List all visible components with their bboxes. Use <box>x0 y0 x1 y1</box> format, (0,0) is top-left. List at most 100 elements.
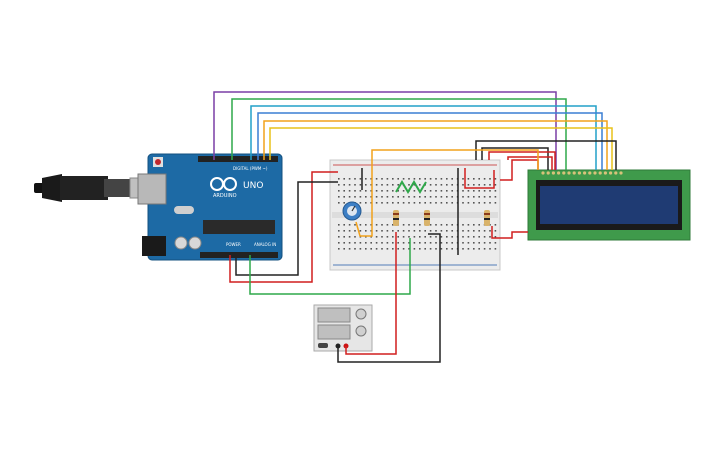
breadboard-hole[interactable] <box>370 202 372 204</box>
breadboard-hole[interactable] <box>489 242 491 244</box>
current-knob[interactable] <box>355 325 367 337</box>
breadboard-hole[interactable] <box>446 202 448 204</box>
breadboard-hole[interactable] <box>435 202 437 204</box>
breadboard-hole[interactable] <box>424 196 426 198</box>
breadboard-hole[interactable] <box>402 236 405 238</box>
breadboard-hole[interactable] <box>473 248 475 250</box>
breadboard-hole[interactable] <box>338 196 340 198</box>
breadboard-hole[interactable] <box>338 230 340 232</box>
breadboard-hole[interactable] <box>478 224 480 226</box>
breadboard-hole[interactable] <box>365 190 367 192</box>
breadboard-hole[interactable] <box>343 202 345 204</box>
breadboard-hole[interactable] <box>419 184 421 186</box>
breadboard-hole[interactable] <box>397 190 399 192</box>
breadboard-hole[interactable] <box>343 184 345 186</box>
breadboard-hole[interactable] <box>483 230 486 232</box>
breadboard-hole[interactable] <box>462 248 464 250</box>
breadboard-hole[interactable] <box>370 184 372 186</box>
breadboard-hole[interactable] <box>451 190 453 192</box>
breadboard-hole[interactable] <box>392 196 394 198</box>
breadboard-hole[interactable] <box>489 184 491 186</box>
breadboard-hole[interactable] <box>419 178 421 180</box>
breadboard-hole[interactable] <box>381 230 383 232</box>
breadboard-hole[interactable] <box>473 190 475 192</box>
breadboard-hole[interactable] <box>365 242 367 244</box>
breadboard-hole[interactable] <box>365 224 367 226</box>
breadboard-hole[interactable] <box>408 178 410 180</box>
breadboard-hole[interactable] <box>478 184 480 186</box>
breadboard-hole[interactable] <box>402 202 405 204</box>
breadboard-hole[interactable] <box>462 224 464 226</box>
breadboard-hole[interactable] <box>370 178 372 180</box>
lcd-16x2[interactable] <box>527 169 691 241</box>
breadboard-hole[interactable] <box>359 178 362 180</box>
breadboard-hole[interactable] <box>478 230 480 232</box>
breadboard-hole[interactable] <box>413 248 416 250</box>
breadboard-hole[interactable] <box>354 178 356 180</box>
breadboard-hole[interactable] <box>467 196 470 198</box>
breadboard-hole[interactable] <box>483 190 486 192</box>
breadboard-hole[interactable] <box>429 224 432 226</box>
breadboard-hole[interactable] <box>446 190 448 192</box>
breadboard-hole[interactable] <box>446 236 448 238</box>
breadboard-hole[interactable] <box>435 184 437 186</box>
breadboard-hole[interactable] <box>429 202 432 204</box>
breadboard-hole[interactable] <box>467 236 470 238</box>
breadboard-hole[interactable] <box>365 184 367 186</box>
breadboard-hole[interactable] <box>446 196 448 198</box>
breadboard-hole[interactable] <box>478 248 480 250</box>
breadboard-hole[interactable] <box>440 202 443 204</box>
breadboard-hole[interactable] <box>467 184 470 186</box>
breadboard-hole[interactable] <box>386 248 389 250</box>
breadboard-hole[interactable] <box>386 242 389 244</box>
breadboard-hole[interactable] <box>397 230 399 232</box>
voltage-knob[interactable] <box>355 308 367 320</box>
breadboard-hole[interactable] <box>343 248 345 250</box>
breadboard-hole[interactable] <box>419 196 421 198</box>
breadboard-hole[interactable] <box>424 190 426 192</box>
breadboard-hole[interactable] <box>413 230 416 232</box>
breadboard-hole[interactable] <box>375 248 378 250</box>
breadboard-hole[interactable] <box>462 236 464 238</box>
lcd-pin[interactable] <box>609 171 613 175</box>
breadboard-hole[interactable] <box>451 202 453 204</box>
breadboard-hole[interactable] <box>413 202 416 204</box>
breadboard-hole[interactable] <box>429 242 432 244</box>
breadboard-hole[interactable] <box>402 190 405 192</box>
breadboard-hole[interactable] <box>365 196 367 198</box>
breadboard-hole[interactable] <box>446 242 448 244</box>
breadboard-hole[interactable] <box>419 242 421 244</box>
breadboard-hole[interactable] <box>413 196 416 198</box>
breadboard-hole[interactable] <box>381 224 383 226</box>
breadboard-hole[interactable] <box>338 202 340 204</box>
reset-button-cap[interactable] <box>155 159 161 165</box>
breadboard-hole[interactable] <box>440 184 443 186</box>
breadboard-hole[interactable] <box>359 248 362 250</box>
breadboard-hole[interactable] <box>435 236 437 238</box>
breadboard-hole[interactable] <box>440 242 443 244</box>
resistor[interactable] <box>393 210 399 226</box>
breadboard-hole[interactable] <box>424 242 426 244</box>
breadboard-hole[interactable] <box>435 230 437 232</box>
breadboard-hole[interactable] <box>462 184 464 186</box>
breadboard-hole[interactable] <box>467 190 470 192</box>
breadboard-hole[interactable] <box>478 202 480 204</box>
breadboard-hole[interactable] <box>402 242 405 244</box>
breadboard-hole[interactable] <box>478 178 480 180</box>
breadboard-hole[interactable] <box>440 190 443 192</box>
breadboard-hole[interactable] <box>451 178 453 180</box>
lcd-pin[interactable] <box>614 171 618 175</box>
breadboard-hole[interactable] <box>424 178 426 180</box>
breadboard-hole[interactable] <box>402 230 405 232</box>
breadboard-hole[interactable] <box>483 202 486 204</box>
breadboard-hole[interactable] <box>338 224 340 226</box>
breadboard-hole[interactable] <box>375 224 378 226</box>
power-supply[interactable] <box>313 304 373 352</box>
breadboard-hole[interactable] <box>402 248 405 250</box>
breadboard-hole[interactable] <box>348 184 351 186</box>
breadboard-hole[interactable] <box>392 190 394 192</box>
breadboard-hole[interactable] <box>413 178 416 180</box>
breadboard-hole[interactable] <box>435 242 437 244</box>
